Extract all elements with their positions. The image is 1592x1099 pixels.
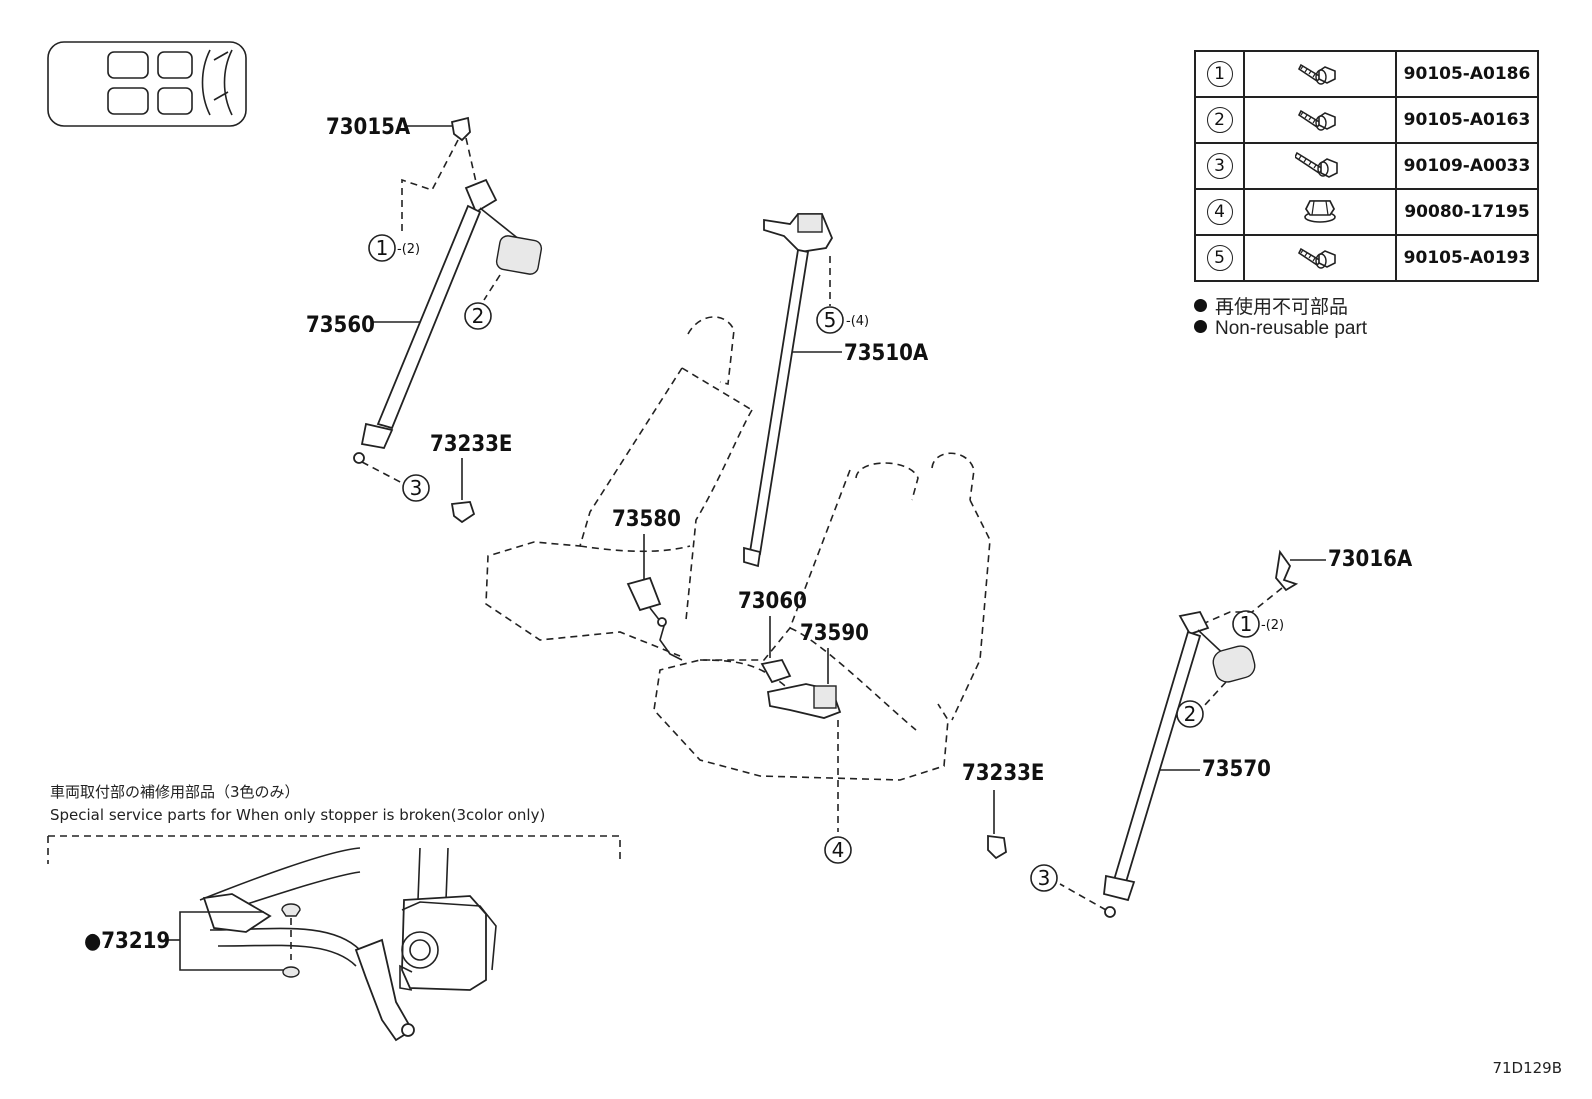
svg-text:2: 2 [472, 304, 485, 328]
callout-1-right: 1 -(2) [1232, 610, 1284, 638]
legend-en: Non-reusable part [1194, 318, 1367, 340]
fastener-table: 1 90105-A0186 2 90105-A0163 3 90109-A0033 4 900… [1194, 50, 1539, 282]
fastener-row: 2 90105-A0163 [1194, 96, 1539, 144]
callout-3-right: 3 [1030, 864, 1058, 892]
fastener-part-number: 90080-17195 [1395, 188, 1539, 236]
label-73560: 73560 [306, 313, 375, 338]
fastener-row: 4 90080-17195 [1194, 188, 1539, 236]
svg-text:-(4): -(4) [846, 314, 869, 329]
fastener-index: 4 [1194, 188, 1245, 236]
fastener-row: 1 90105-A0186 [1194, 50, 1539, 98]
clip-73233E-left [450, 501, 476, 524]
fastener-index: 1 [1194, 50, 1245, 98]
callout-3-left: 3 [402, 474, 430, 502]
svg-text:1: 1 [376, 236, 389, 260]
fastener-part-number: 90105-A0186 [1395, 50, 1539, 98]
label-73016A: 73016A [1328, 547, 1413, 572]
service-parts-detail [47, 835, 621, 1042]
svg-text:3: 3 [1038, 866, 1051, 890]
legend-jp: 再使用不可部品 [1194, 292, 1348, 319]
fastener-part-number: 90105-A0193 [1395, 234, 1539, 282]
svg-text:2: 2 [1184, 702, 1197, 726]
label-73219: ●73219 [84, 929, 170, 954]
flange-bolt-icon [1243, 234, 1397, 282]
flange-bolt-icon [1243, 96, 1397, 144]
fastener-index: 5 [1194, 234, 1245, 282]
fastener-index: 3 [1194, 142, 1245, 190]
label-73510A: 73510A [844, 341, 929, 366]
callout-1-left: 1 -(2) [368, 234, 420, 262]
callout-5-center: 5 -(4) [816, 306, 869, 334]
svg-text:5: 5 [824, 308, 837, 332]
rear-seats-outline [485, 316, 991, 781]
callout-4-center: 4 [824, 836, 852, 864]
center-belt-assembly [743, 213, 842, 568]
label-73570: 73570 [1202, 757, 1271, 782]
service-note-en: Special service parts for When only stop… [50, 806, 546, 824]
buckle-73580 [626, 576, 683, 661]
svg-text:3: 3 [410, 476, 423, 500]
left-rear-belt-assembly [353, 116, 543, 485]
non-reusable-dot-icon [1194, 320, 1207, 333]
flange-nut-icon [1243, 188, 1397, 236]
callout-2-left: 2 [464, 302, 492, 330]
svg-text:-(2): -(2) [397, 242, 420, 257]
fastener-part-number: 90105-A0163 [1395, 96, 1539, 144]
fastener-row: 3 90109-A0033 [1194, 142, 1539, 190]
svg-text:-(2): -(2) [1261, 618, 1284, 633]
buckle-73060-73590 [760, 658, 842, 832]
label-73060: 73060 [738, 589, 807, 614]
clip-73233E-right [987, 834, 1007, 860]
label-73590: 73590 [800, 621, 869, 646]
non-reusable-dot-icon [1194, 299, 1207, 312]
label-73233E-left: 73233E [430, 432, 512, 457]
label-73015A: 73015A [326, 115, 411, 140]
callout-2-right: 2 [1176, 700, 1204, 728]
fastener-part-number: 90109-A0033 [1395, 142, 1539, 190]
fastener-row: 5 90105-A0193 [1194, 234, 1539, 282]
fastener-index: 2 [1194, 96, 1245, 144]
long-bolt-icon [1243, 142, 1397, 190]
vehicle-locator-icon [47, 41, 247, 127]
label-73233E-right: 73233E [962, 761, 1044, 786]
right-rear-belt-assembly [1059, 549, 1326, 918]
svg-text:4: 4 [832, 838, 845, 862]
service-note-jp: 車両取付部の補修用部品（3色のみ） [50, 783, 300, 801]
svg-text:1: 1 [1240, 612, 1253, 636]
flange-bolt-icon [1243, 50, 1397, 98]
diagram-code: 71D129B [1492, 1059, 1562, 1077]
label-73580: 73580 [612, 507, 681, 532]
